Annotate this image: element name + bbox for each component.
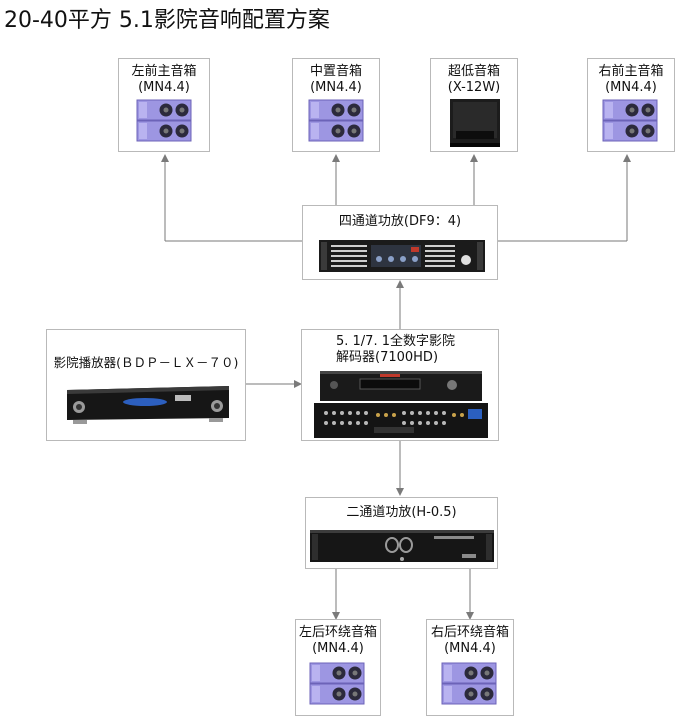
front-right-speaker-model: (MN4.4) [605, 80, 657, 95]
bluray-player-icon [67, 386, 229, 424]
two-channel-amp-name: 二通道功放(H-0.5) [346, 505, 457, 520]
rear-right-speaker-model: (MN4.4) [444, 641, 496, 656]
two-channel-amplifier-icon [310, 530, 494, 562]
purple-speaker-pair-icon [602, 99, 658, 142]
purple-speaker-pair-icon [136, 99, 192, 142]
rear-left-speaker-model: (MN4.4) [312, 641, 364, 656]
subwoofer-box: 超低音箱 (X-12W) [430, 58, 518, 152]
rear-right-speaker-name: 右后环绕音箱 [430, 625, 509, 640]
decoder-name-line1: 5. 1/7. 1全数字影院 [336, 334, 455, 349]
front-right-speaker-box: 右前主音箱 (MN4.4) [587, 58, 675, 152]
decoder-name-line2: 解码器(7100HD) [336, 350, 439, 365]
av-decoder-icon [314, 371, 488, 438]
front-left-speaker-box: 左前主音箱 (MN4.4) [118, 58, 210, 152]
front-left-speaker-model: (MN4.4) [138, 80, 190, 95]
black-subwoofer-icon [450, 99, 500, 147]
purple-speaker-pair-icon [309, 662, 365, 705]
center-speaker-box: 中置音箱 (MN4.4) [292, 58, 380, 152]
rear-left-speaker-box: 左后环绕音箱 (MN4.4) [295, 619, 381, 716]
four-channel-amp-name: 四通道功放(DF9：4) [338, 214, 462, 229]
front-right-speaker-name: 右前主音箱 [598, 64, 664, 79]
center-speaker-name: 中置音箱 [309, 64, 362, 79]
purple-speaker-pair-icon [441, 662, 497, 705]
subwoofer-name: 超低音箱 [447, 64, 500, 79]
center-speaker-model: (MN4.4) [310, 80, 362, 95]
four-channel-amplifier-icon [319, 240, 485, 272]
four-channel-amp-box: 四通道功放(DF9：4) [302, 205, 498, 280]
page-title: 20-40平方 5.1影院音响配置方案 [4, 8, 330, 33]
bluray-player-name: 影院播放器(ＢＤＰ－ＬＸ－７０) [53, 355, 239, 370]
rear-left-speaker-name: 左后环绕音箱 [298, 625, 377, 640]
bluray-player-box: 影院播放器(ＢＤＰ－ＬＸ－７０) [46, 329, 246, 441]
rear-right-speaker-box: 右后环绕音箱 (MN4.4) [426, 619, 514, 716]
front-left-speaker-name: 左前主音箱 [131, 64, 197, 79]
subwoofer-model: (X-12W) [447, 80, 501, 95]
purple-speaker-pair-icon [308, 99, 364, 142]
decoder-box: 5. 1/7. 1全数字影院 解码器(7100HD) [301, 329, 499, 441]
two-channel-amp-box: 二通道功放(H-0.5) [305, 497, 498, 569]
